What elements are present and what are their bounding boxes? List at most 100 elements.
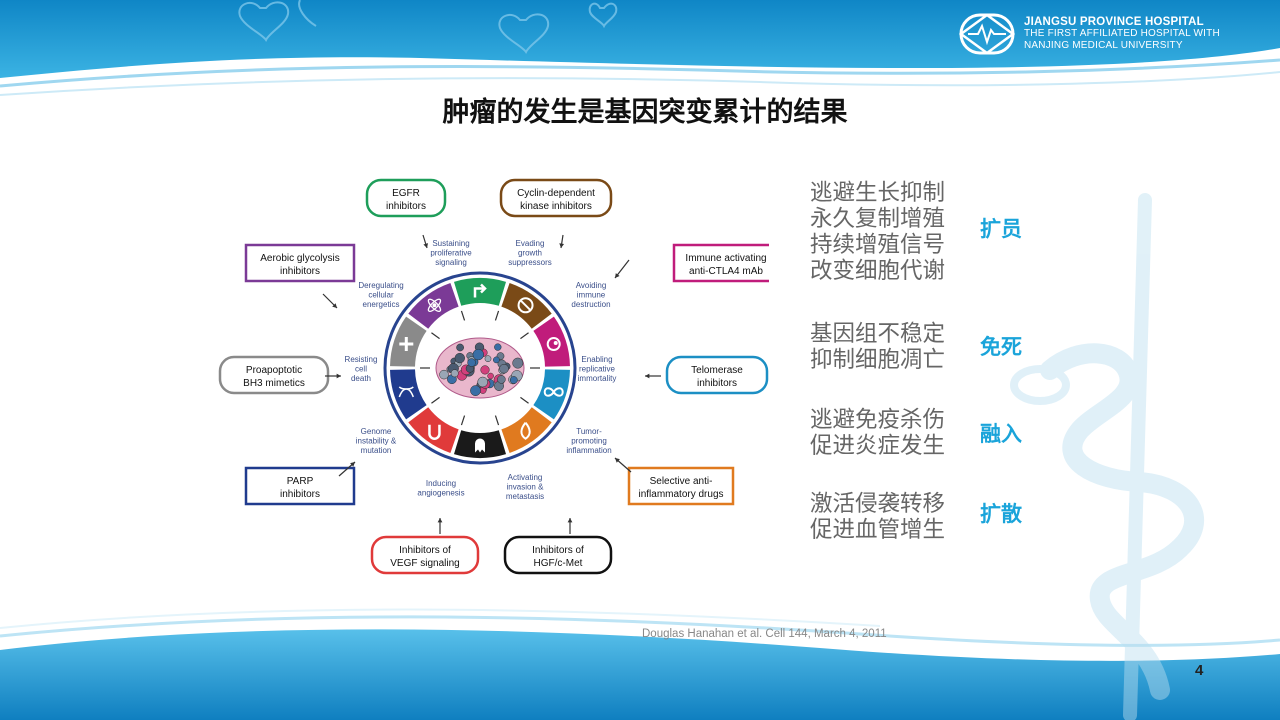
drug-label: Proapoptotic — [246, 365, 302, 376]
hallmark-segment — [501, 407, 552, 453]
hallmark-label: energetics — [363, 300, 400, 309]
drug-label: kinase inhibitors — [520, 201, 592, 212]
tumor-cell — [470, 385, 481, 396]
tag-spread: 扩散 — [980, 502, 1022, 526]
hallmark-label: mutation — [361, 446, 392, 455]
drug-label: inhibitors — [386, 201, 426, 212]
tag-survive: 免死 — [980, 335, 1022, 359]
tumor-cell — [512, 357, 524, 369]
hallmark-line: 促进血管增生 — [810, 517, 946, 543]
drug-label: PARP — [287, 476, 314, 487]
dna-icon — [398, 386, 414, 398]
inward-arrow — [460, 415, 466, 426]
drug-box — [244, 243, 356, 283]
tag-expand: 扩员 — [980, 217, 1022, 241]
hallmark-line: 抑制细胞凋亡 — [810, 347, 946, 373]
drug-label: inflammatory drugs — [638, 489, 723, 500]
hallmark-group-4: 激活侵袭转移促进血管增生 — [810, 491, 945, 543]
tumor-cell — [484, 355, 492, 363]
inward-arrow — [494, 415, 500, 426]
hospital-name-line1: JIANGSU PROVINCE HOSPITAL — [1024, 16, 1204, 28]
hallmark-line: 促进炎症发生 — [810, 433, 946, 459]
hallmark-label: Avoiding — [576, 281, 607, 290]
drug-arrowhead — [437, 518, 443, 523]
hallmark-label: Enabling — [581, 355, 612, 364]
slide-title: 肿瘤的发生是基因突变累计的结果 — [442, 97, 848, 128]
hospital-name-line2: THE FIRST AFFILIATED HOSPITAL WITH — [1024, 28, 1220, 39]
drug-label: Aerobic glycolysis — [260, 253, 339, 264]
inward-arrow — [494, 310, 500, 321]
hallmark-line: 永久复制增殖 — [810, 206, 946, 232]
capillary-icon — [428, 424, 441, 440]
hallmark-line: 基因组不稳定 — [810, 321, 946, 347]
hallmark-segment — [390, 316, 427, 367]
arrow-icon — [473, 283, 487, 298]
hallmark-segment — [533, 316, 570, 367]
hospital-name-line3: NANJING MEDICAL UNIVERSITY — [1024, 40, 1183, 51]
inward-arrow — [460, 310, 466, 321]
hallmark-label: signaling — [435, 258, 467, 267]
hallmark-label: Inducing — [426, 479, 456, 488]
drug-box — [665, 355, 769, 395]
drug-arrowhead — [350, 462, 355, 467]
citation: Douglas Hanahan et al. Cell 144, March 4… — [642, 628, 887, 640]
drug-arrowhead — [615, 458, 620, 463]
hallmark-label: destruction — [571, 300, 610, 309]
hallmark-group-1: 逃避生长抑制永久复制增殖持续增殖信号改变细胞代谢 — [810, 180, 945, 284]
tumor-cell — [454, 352, 465, 364]
hallmark-line: 逃避免疫杀伤 — [810, 407, 946, 433]
hallmark-label: inflammation — [566, 446, 611, 455]
hallmark-group-3: 逃避免疫杀伤促进炎症发生 — [810, 407, 945, 459]
hallmark-label: cellular — [368, 291, 394, 300]
tumor-cell — [494, 343, 502, 351]
drug-arrowhead — [567, 518, 573, 523]
hallmark-label: Sustaining — [432, 239, 469, 248]
hallmark-label: Resisting — [345, 355, 378, 364]
inward-arrow — [431, 396, 440, 404]
hallmark-label: Evading — [516, 239, 545, 248]
drug-label: EGFR — [392, 188, 420, 199]
drug-label: Inhibitors of — [399, 545, 451, 556]
hallmark-label: replicative — [579, 365, 616, 374]
hospital-name: JIANGSU PROVINCE HOSPITAL THE FIRST AFFI… — [1024, 16, 1220, 52]
hospital-branding: JIANGSU PROVINCE HOSPITAL THE FIRST AFFI… — [958, 12, 1220, 56]
tumor-cell — [480, 365, 490, 375]
hallmark-label: Genome — [361, 427, 392, 436]
drug-arrowhead — [645, 373, 650, 379]
drug-label: BH3 mimetics — [243, 378, 305, 389]
drug-label: anti-CTLA4 mAb — [689, 266, 763, 277]
drug-arrowhead — [336, 373, 341, 379]
tumor-cell — [493, 356, 500, 364]
tumor-cell — [450, 369, 459, 378]
hallmark-line: 持续增殖信号 — [810, 232, 946, 258]
hallmark-line: 改变细胞代谢 — [810, 258, 946, 284]
tumor-cell — [487, 372, 494, 380]
drug-label: Selective anti- — [650, 476, 713, 487]
immune-cell-icon — [546, 337, 561, 352]
drug-arrowhead — [615, 273, 620, 278]
no-entry-icon — [517, 297, 534, 314]
inward-arrow — [431, 332, 440, 340]
hallmark-label: metastasis — [506, 492, 544, 501]
tumor-cell — [472, 348, 484, 361]
drug-box — [672, 243, 769, 283]
drug-box — [218, 355, 330, 395]
atom-icon — [427, 298, 442, 312]
infinity-icon — [543, 387, 564, 397]
inward-arrow — [520, 332, 529, 340]
drug-label: VEGF signaling — [390, 558, 459, 569]
tag-integrate: 融入 — [980, 422, 1022, 446]
drug-label: HGF/c-Met — [534, 558, 583, 569]
hallmark-line: 逃避生长抑制 — [810, 180, 946, 206]
tumor-cell — [497, 375, 506, 384]
hallmark-segment — [390, 369, 427, 420]
tumor-cell — [477, 376, 488, 388]
tumor-cell-cluster — [435, 337, 525, 399]
tumor-cell — [467, 358, 476, 367]
hallmark-label: instability & — [356, 437, 397, 446]
hallmark-label: immortality — [578, 374, 617, 383]
drug-arrowhead — [423, 243, 429, 248]
tumor-cell — [509, 376, 518, 384]
